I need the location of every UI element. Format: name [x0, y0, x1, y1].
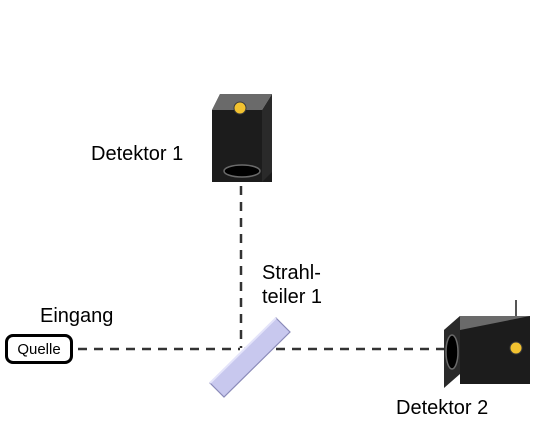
beam-paths [78, 186, 445, 351]
input-label: Eingang [40, 305, 114, 327]
detector2-label: Detektor 2 [396, 397, 489, 419]
beam-splitter-label-line1: Strahl- [262, 262, 321, 284]
source-box: Quelle [5, 334, 73, 364]
detector1-icon [212, 94, 272, 182]
beam-splitter-icon [209, 317, 291, 398]
source-label: Quelle [17, 340, 61, 358]
beam-splitter-label: Strahl- teiler 1 [262, 261, 322, 309]
detector2-indicator-icon [509, 341, 523, 355]
beam-splitter-label-line2: teiler 1 [262, 286, 323, 308]
detector1-indicator-icon [233, 101, 247, 115]
detector2-icon [444, 300, 530, 388]
detector1-label: Detektor 1 [91, 143, 184, 165]
